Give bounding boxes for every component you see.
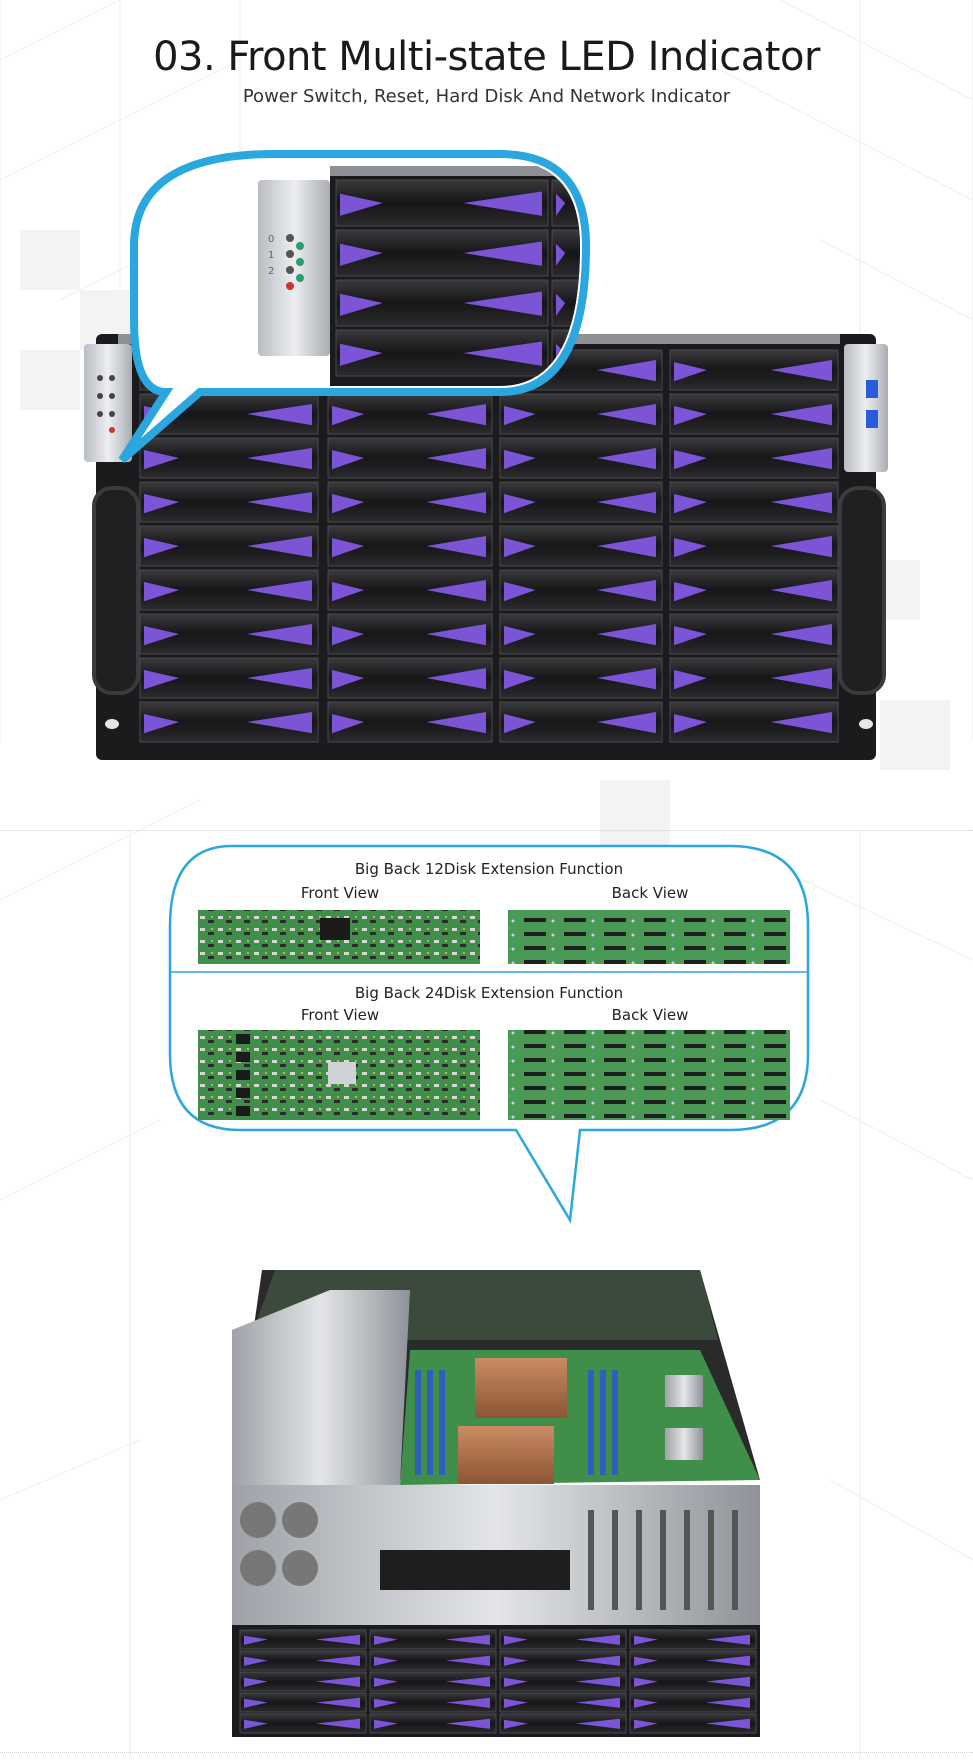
led-label-2: 2 — [268, 266, 274, 277]
section3-title: 03. Front Multi-state LED Indicator — [153, 34, 820, 80]
panel12-back-label: Back View — [612, 884, 689, 902]
drive-tray — [629, 1671, 757, 1692]
drive-tray — [499, 1713, 627, 1734]
drive-tray — [369, 1629, 497, 1650]
drive-tray — [369, 1713, 497, 1734]
drive-tray — [369, 1650, 497, 1671]
drive-tray — [629, 1629, 757, 1650]
drive-tray — [499, 1629, 627, 1650]
led-callout-bubble: 0 1 2 — [118, 150, 591, 464]
led-label-1: 1 — [268, 250, 274, 261]
drive-tray — [239, 1692, 367, 1713]
drive-tray — [499, 1671, 627, 1692]
drive-tray — [239, 1713, 367, 1734]
drive-tray — [369, 1692, 497, 1713]
led-label-0: 0 — [268, 234, 274, 245]
drive-tray — [239, 1629, 367, 1650]
drive-tray — [629, 1692, 757, 1713]
section-expansion-backplane: 04. With Expansion Backplane More Hard D… — [0, 830, 973, 1760]
section-divider — [0, 830, 973, 831]
drive-tray — [369, 1671, 497, 1692]
panel24-heading: Big Back 24Disk Extension Function — [355, 984, 623, 1002]
backplane-callout-bubble: Big Back 12Disk Extension Function Front… — [168, 844, 810, 1224]
section-front-led: 03. Front Multi-state LED Indicator Powe… — [0, 0, 973, 830]
bottom-divider — [0, 1752, 973, 1753]
open-chassis — [232, 1270, 760, 1737]
chassis-front-illustration: 0 1 2 — [84, 150, 888, 760]
panel12-front-label: Front View — [301, 884, 379, 902]
drive-tray-grid — [139, 349, 839, 743]
panel24-front-label: Front View — [301, 1006, 379, 1024]
panel12-back-board — [508, 910, 790, 964]
drive-tray — [499, 1692, 627, 1713]
panel24-back-label: Back View — [612, 1006, 689, 1024]
panel24-back-board — [508, 1030, 790, 1120]
panel12-heading: Big Back 12Disk Extension Function — [355, 860, 623, 878]
drive-tray — [239, 1671, 367, 1692]
drive-tray — [629, 1650, 757, 1671]
drive-tray — [629, 1713, 757, 1734]
backplane-illustration: Big Back 12Disk Extension Function Front… — [168, 844, 810, 1737]
drive-tray — [499, 1650, 627, 1671]
led-indicator-column: 0 1 2 — [268, 234, 304, 290]
drive-tray — [239, 1650, 367, 1671]
drive-tray — [551, 229, 580, 277]
section3-subtitle: Power Switch, Reset, Hard Disk And Netwo… — [242, 86, 731, 107]
